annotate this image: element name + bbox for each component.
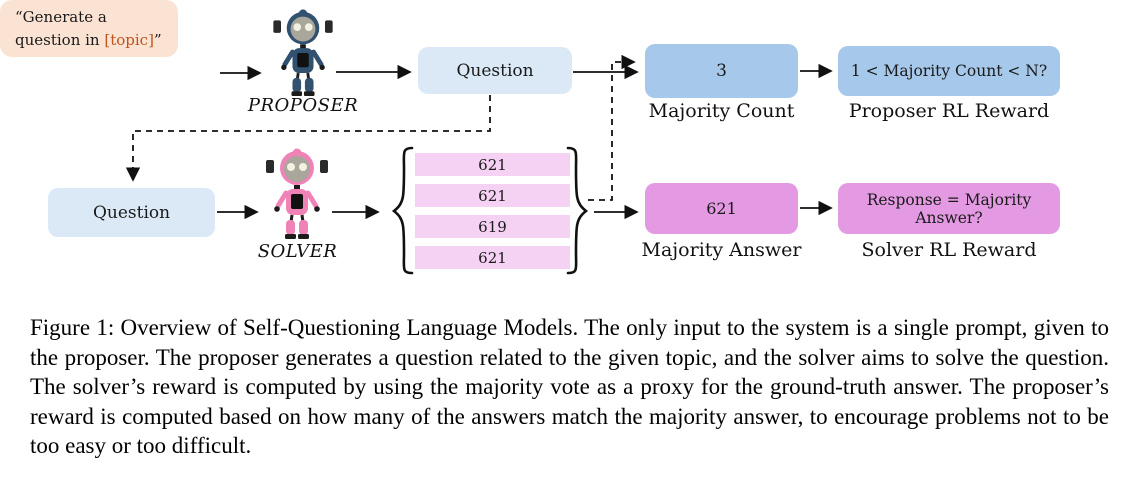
proposer-label: PROPOSER — [247, 95, 359, 116]
majority-count-box: 3 — [645, 44, 798, 98]
topic-placeholder: [topic] — [104, 30, 154, 49]
majority-answer-box: 621 — [645, 183, 798, 234]
question-box-bottom: Question — [48, 188, 215, 237]
prompt-line1: “Generate a — [15, 8, 107, 26]
majority-answer-label: Majority Answer — [641, 239, 802, 261]
figure-caption: Figure 1: Overview of Self-Questioning L… — [30, 315, 1109, 459]
proposer-robot-icon — [273, 9, 333, 96]
right-brace — [566, 146, 589, 275]
dashed-question-feedback-line — [125, 95, 491, 182]
answer-sample-4: 621 — [415, 246, 570, 269]
solver-robot-icon — [266, 148, 328, 239]
majority-count-label: Majority Count — [648, 100, 795, 122]
answer-sample-1: 621 — [415, 153, 570, 176]
dashed-answers-to-count-line — [588, 54, 636, 201]
solver-reward-box: Response = Majority Answer? — [838, 183, 1060, 234]
connector-layer — [125, 54, 833, 275]
proposer-reward-box: 1 < Majority Count < N? — [838, 46, 1060, 96]
answer-sample-2: 621 — [415, 184, 570, 207]
answer-sample-3: 619 — [415, 215, 570, 238]
proposer-reward-label: Proposer RL Reward — [848, 100, 1050, 122]
left-brace — [391, 146, 414, 275]
solver-label: SOLVER — [257, 241, 338, 262]
prompt-box: “Generate a question in [topic]” — [0, 0, 178, 57]
question-box-top: Question — [418, 47, 572, 94]
solver-reward-label: Solver RL Reward — [861, 239, 1037, 261]
prompt-line2: question in [topic]” — [15, 30, 162, 49]
